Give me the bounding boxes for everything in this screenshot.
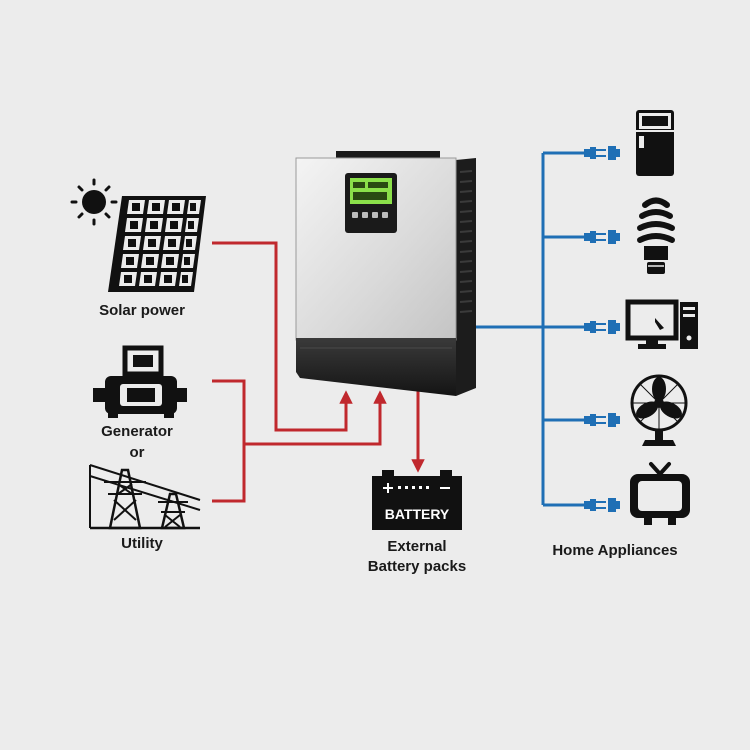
desktop-computer-icon — [625, 299, 698, 349]
home-appliances-label: Home Appliances — [552, 542, 678, 559]
plug-icon — [584, 230, 620, 244]
solar-power-label: Solar power — [99, 302, 185, 319]
battery-label-line1: External — [387, 538, 447, 555]
input-wiring — [212, 241, 425, 503]
plug-icon — [584, 413, 620, 427]
generator-icon — [93, 345, 187, 418]
generator-input-line — [212, 379, 246, 503]
plugs — [584, 146, 620, 512]
utility-label: Utility — [121, 535, 163, 552]
output-wiring — [458, 151, 584, 507]
tv-icon — [630, 462, 690, 525]
plug-icon — [584, 498, 620, 512]
plug-icon — [584, 146, 620, 160]
solar-input-line — [212, 241, 353, 432]
battery-label-line2: Battery packs — [367, 558, 467, 575]
battery-icon: BATTERY — [372, 470, 462, 530]
inverter-lcd-display — [350, 178, 392, 204]
inverter-icon — [295, 151, 476, 396]
solar-panel-icon — [108, 196, 206, 292]
power-pylon-icon — [89, 464, 201, 530]
cfl-bulb-icon — [637, 197, 675, 274]
battery-icon-text: BATTERY — [385, 506, 450, 522]
refrigerator-icon — [636, 110, 674, 176]
fan-icon — [630, 374, 688, 446]
sun-icon — [70, 178, 118, 226]
plug-icon — [584, 320, 620, 334]
generator-label: Generator — [101, 423, 173, 440]
utility-input-line — [244, 390, 387, 446]
generator-or-label: or — [129, 444, 145, 461]
